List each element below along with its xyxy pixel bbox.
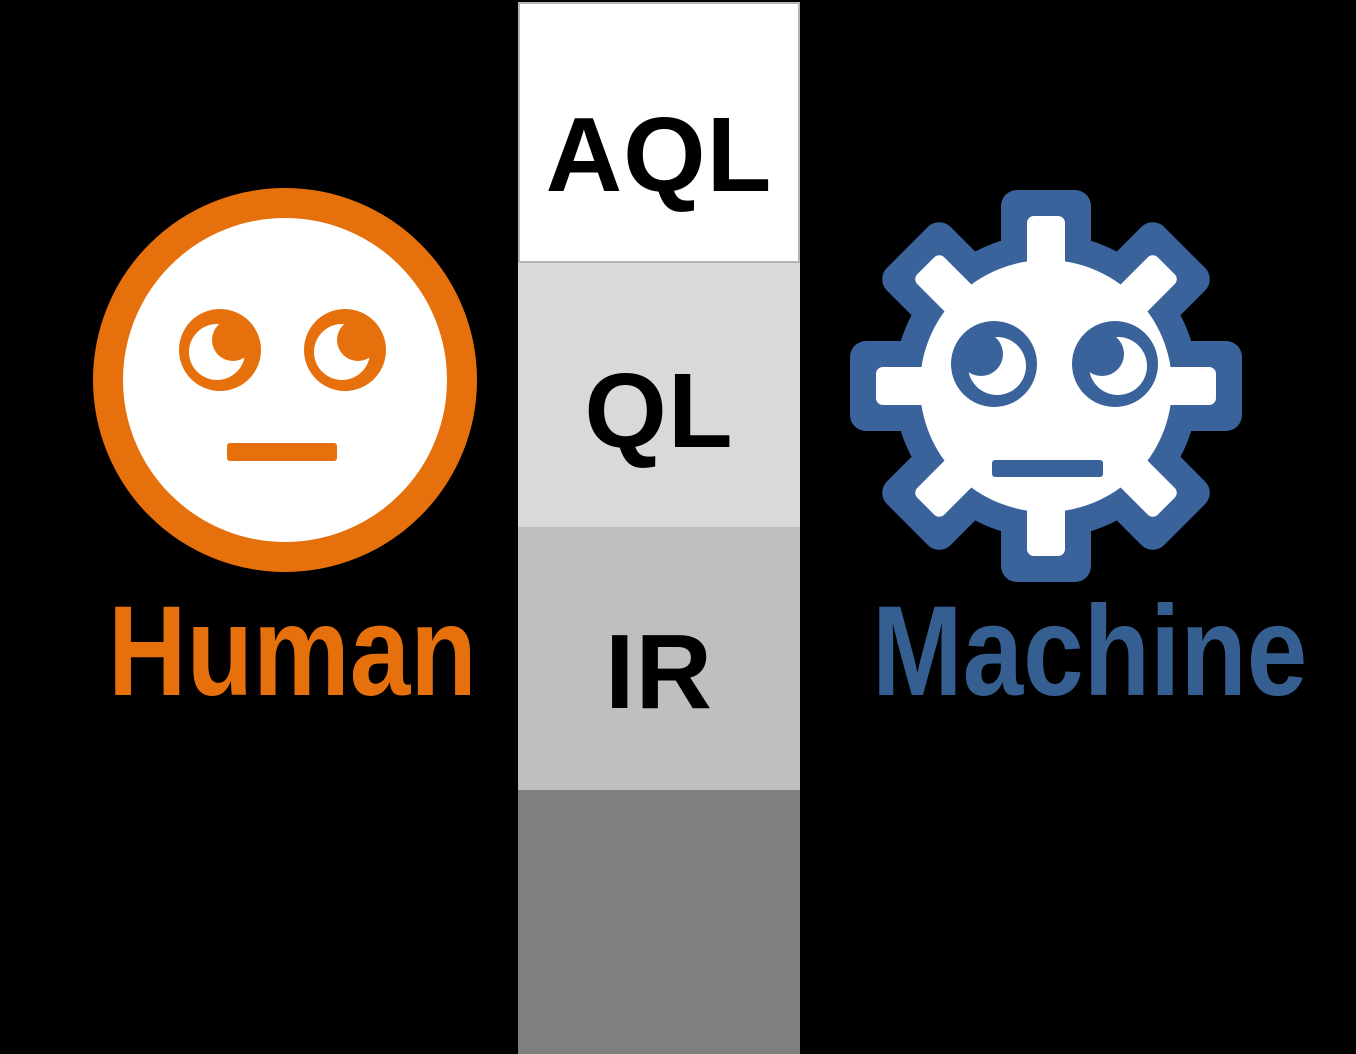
- eye-pupil: [1080, 332, 1124, 376]
- mouth-bar: [227, 443, 337, 461]
- segment-ir: IR: [518, 527, 800, 790]
- gear-face-icon: [850, 190, 1242, 582]
- segment-ql: QL: [518, 263, 800, 527]
- face-outline: [93, 188, 477, 572]
- left-eye-icon: [951, 321, 1037, 407]
- eye-pupil: [212, 319, 254, 361]
- machine-label: Machine: [872, 580, 1308, 723]
- segment-aql: AQL: [518, 2, 800, 263]
- neutral-face-rolling-eyes-icon: [93, 188, 477, 572]
- human-label: Human: [108, 580, 477, 723]
- gear-inner-face: [876, 216, 1216, 556]
- right-eye-icon: [304, 309, 386, 391]
- left-eye-icon: [179, 309, 261, 391]
- segment-base: [518, 790, 800, 1054]
- eye-pupil: [337, 319, 379, 361]
- segment-aql-label: AQL: [545, 95, 773, 214]
- right-eye-icon: [1072, 321, 1158, 407]
- segment-ql-label: QL: [584, 352, 734, 470]
- mouth-bar: [992, 460, 1103, 477]
- eye-pupil: [959, 332, 1003, 376]
- segment-ir-label: IR: [605, 612, 713, 731]
